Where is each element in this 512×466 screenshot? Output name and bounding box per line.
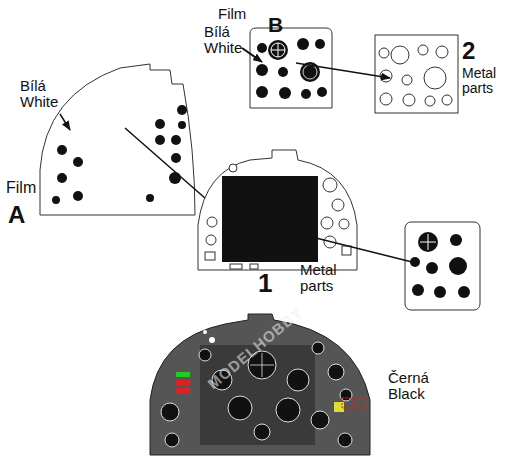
callout-number: 1 <box>258 270 272 297</box>
part-letter: B <box>268 14 283 36</box>
film-b <box>250 28 332 108</box>
film-insert <box>405 222 480 310</box>
leader-arrow <box>296 63 390 78</box>
color-note: Bílá White <box>204 24 242 56</box>
film-label: Film <box>6 180 36 197</box>
part-label: Metal parts <box>300 262 337 294</box>
film-a <box>40 64 195 215</box>
leader-arrow <box>60 114 70 130</box>
part-letter: A <box>8 202 25 227</box>
metal-part-1 <box>198 150 357 270</box>
callout-number: 2 <box>462 38 475 63</box>
film-label: Film <box>218 6 246 22</box>
metal-part-2 <box>375 35 458 113</box>
part-label: Metal parts <box>462 66 496 95</box>
leader-arrow <box>292 232 412 262</box>
color-note: Bílá White <box>20 78 58 110</box>
leader-arrow <box>242 48 262 62</box>
color-note: Černá Black <box>388 370 429 402</box>
